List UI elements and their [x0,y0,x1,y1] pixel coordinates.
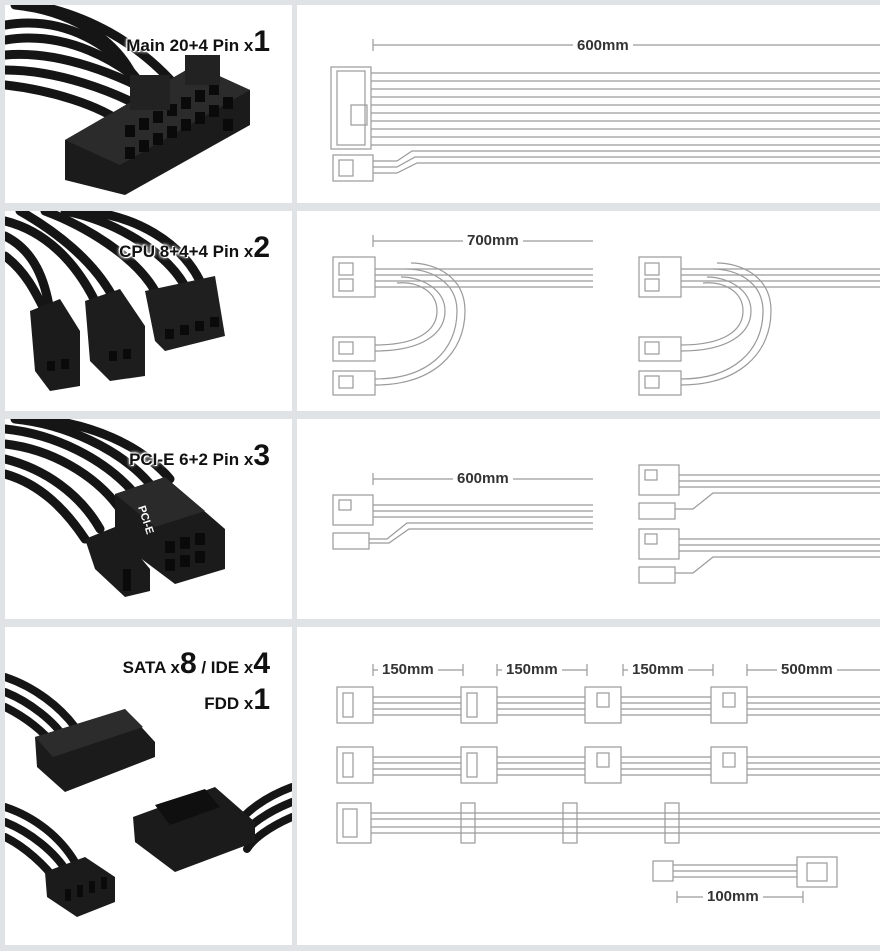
sata-segment-2-length: 150mm [502,661,562,679]
pcie-cable-length: 600mm [453,470,513,488]
sata-segment-4-length: 500mm [777,661,837,679]
sata-segment-3-length: 150mm [628,661,688,679]
main-cable-label: Main 20+4 Pin x1 [126,25,270,58]
peripheral-connector-photo: SATA x8 / IDE x4 FDD x1 [5,627,292,945]
fdd-label: FDD x1 [204,683,270,716]
fdd-cable-length: 100mm [703,888,763,906]
peripheral-cable-diagram: 150mm 150mm 150mm 500mm 100mm [297,627,880,945]
cpu-cable-row: CPU 8+4+4 Pin x2 [0,211,880,411]
cpu-cable-diagram: 700mm [297,211,880,411]
sata-segment-1-length: 150mm [378,661,438,679]
cpu-connector-photo: CPU 8+4+4 Pin x2 [5,211,292,411]
main-connector-photo: Main 20+4 Pin x1 [5,5,292,203]
pcie-cable-diagram: 600mm [297,419,880,619]
peripheral-cable-row: SATA x8 / IDE x4 FDD x1 [0,627,880,945]
main-cable-length: 600mm [573,37,633,55]
cpu-cable-length: 700mm [463,232,523,250]
pcie-cable-row: PCI-E PCI-E 6+2 Pin x3 [0,419,880,619]
pcie-cable-label: PCI-E 6+2 Pin x3 [129,439,270,472]
sata-ide-label: SATA x8 / IDE x4 [122,647,270,680]
cpu-cable-label: CPU 8+4+4 Pin x2 [119,231,270,264]
main-cable-row: Main 20+4 Pin x1 [0,5,880,203]
main-cable-diagram: 600mm [297,5,880,203]
pcie-connector-photo: PCI-E PCI-E 6+2 Pin x3 [5,419,292,619]
